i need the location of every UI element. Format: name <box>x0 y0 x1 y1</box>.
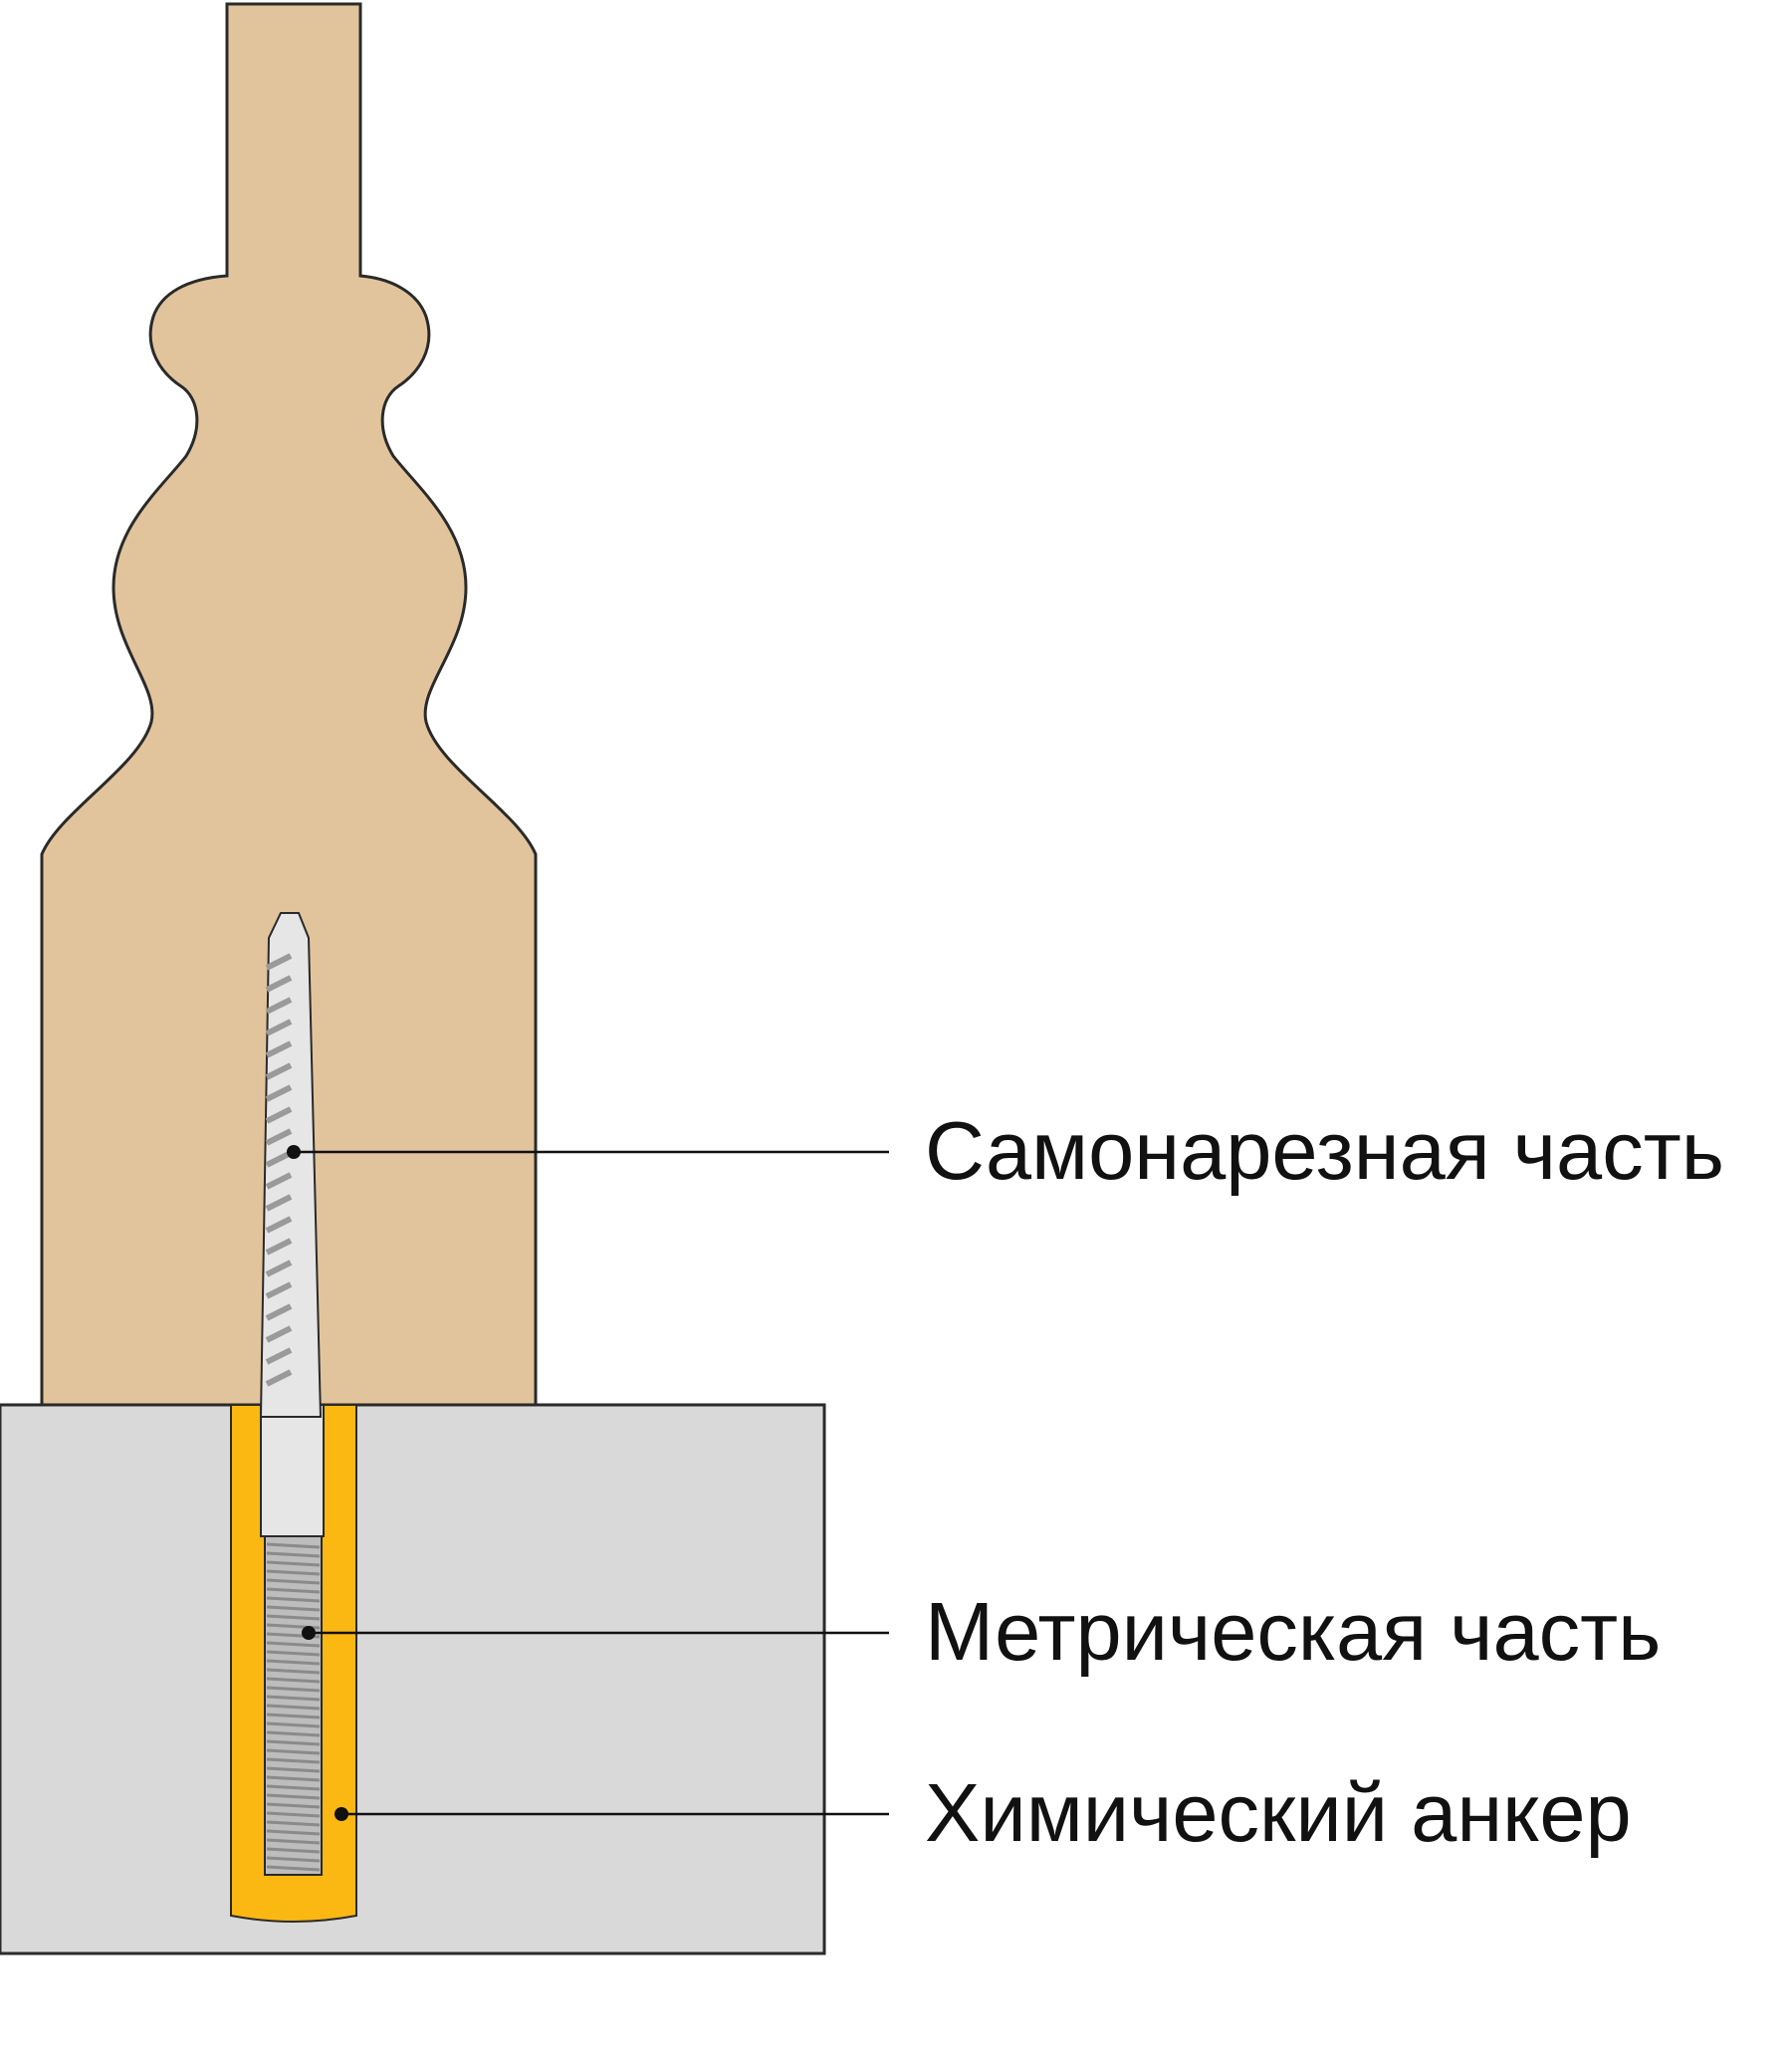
self-tapping-thread-line <box>265 1150 293 1168</box>
metric-thread-line <box>266 1847 321 1854</box>
metric-thread-line <box>266 1829 321 1836</box>
self-tapping-thread-line <box>265 1369 293 1387</box>
self-tapping-part <box>259 912 323 1418</box>
label-metric: Метрическая часть <box>925 1585 1661 1678</box>
metric-thread-line <box>266 1560 321 1567</box>
metric-thread-line <box>266 1659 321 1666</box>
label-chemical-anchor: Химический анкер <box>925 1766 1632 1859</box>
self-tapping-thread-line <box>265 1062 293 1080</box>
metric-thread-line <box>266 1605 321 1612</box>
leader-dot-chemical-anchor <box>335 1807 348 1821</box>
metric-thread-line <box>266 1542 321 1549</box>
self-tapping-thread-line <box>265 1040 293 1058</box>
self-tapping-thread-line <box>265 1325 293 1343</box>
metric-thread-line <box>266 1838 321 1845</box>
wooden-baluster <box>40 2 538 1407</box>
self-tapping-thread-line <box>265 1194 293 1212</box>
self-tapping-thread-line <box>265 975 293 993</box>
self-tapping-thread-line <box>265 1281 293 1299</box>
metric-thread-line <box>266 1650 321 1657</box>
metric-thread-line <box>266 1820 321 1827</box>
metric-thread-line <box>266 1569 321 1576</box>
bolt-shank <box>260 1404 325 1537</box>
metric-thread-line <box>266 1739 321 1746</box>
self-tapping-thread-line <box>265 1216 293 1234</box>
metric-thread-line <box>266 1695 321 1702</box>
leader-dot-metric <box>302 1626 316 1640</box>
metric-thread-line <box>266 1578 321 1585</box>
metric-thread-line <box>266 1757 321 1764</box>
self-tapping-thread-line <box>265 1019 293 1036</box>
metric-thread-line <box>266 1748 321 1755</box>
metric-thread-line <box>266 1668 321 1675</box>
self-tapping-thread-line <box>265 1347 293 1365</box>
metric-thread-line <box>266 1713 321 1719</box>
metric-thread-line <box>266 1677 321 1684</box>
metric-thread-line <box>266 1811 321 1818</box>
metric-thread-line <box>266 1784 321 1791</box>
self-tapping-thread-line <box>265 1259 293 1277</box>
metric-thread-line <box>266 1704 321 1711</box>
metric-thread-line <box>266 1775 321 1782</box>
metric-thread-line <box>266 1551 321 1558</box>
metric-thread-line <box>266 1865 321 1872</box>
metric-thread-line <box>266 1730 321 1737</box>
metric-thread-line <box>266 1641 321 1648</box>
metric-thread-line <box>266 1587 321 1594</box>
metric-thread-line <box>266 1856 321 1863</box>
metric-thread-line <box>266 1614 321 1621</box>
self-tapping-thread-line <box>265 953 293 971</box>
metric-thread-line <box>266 1793 321 1800</box>
leader-dot-self-tapping <box>287 1145 301 1159</box>
metric-thread-line <box>266 1721 321 1728</box>
metric-threaded-part <box>264 1535 323 1876</box>
metric-thread-line <box>266 1766 321 1773</box>
metric-thread-line <box>266 1802 321 1809</box>
metric-thread-line <box>266 1596 321 1603</box>
metric-thread-line <box>266 1686 321 1693</box>
self-tapping-thread-line <box>265 1172 293 1190</box>
self-tapping-thread-line <box>265 1084 293 1102</box>
self-tapping-thread-line <box>265 1106 293 1124</box>
self-tapping-thread-line <box>265 1128 293 1146</box>
self-tapping-thread-line <box>265 1238 293 1256</box>
self-tapping-thread-line <box>265 997 293 1015</box>
label-self-tapping: Самонарезная часть <box>925 1104 1724 1197</box>
concrete-block <box>0 1403 826 1955</box>
self-tapping-thread-line <box>265 1303 293 1321</box>
